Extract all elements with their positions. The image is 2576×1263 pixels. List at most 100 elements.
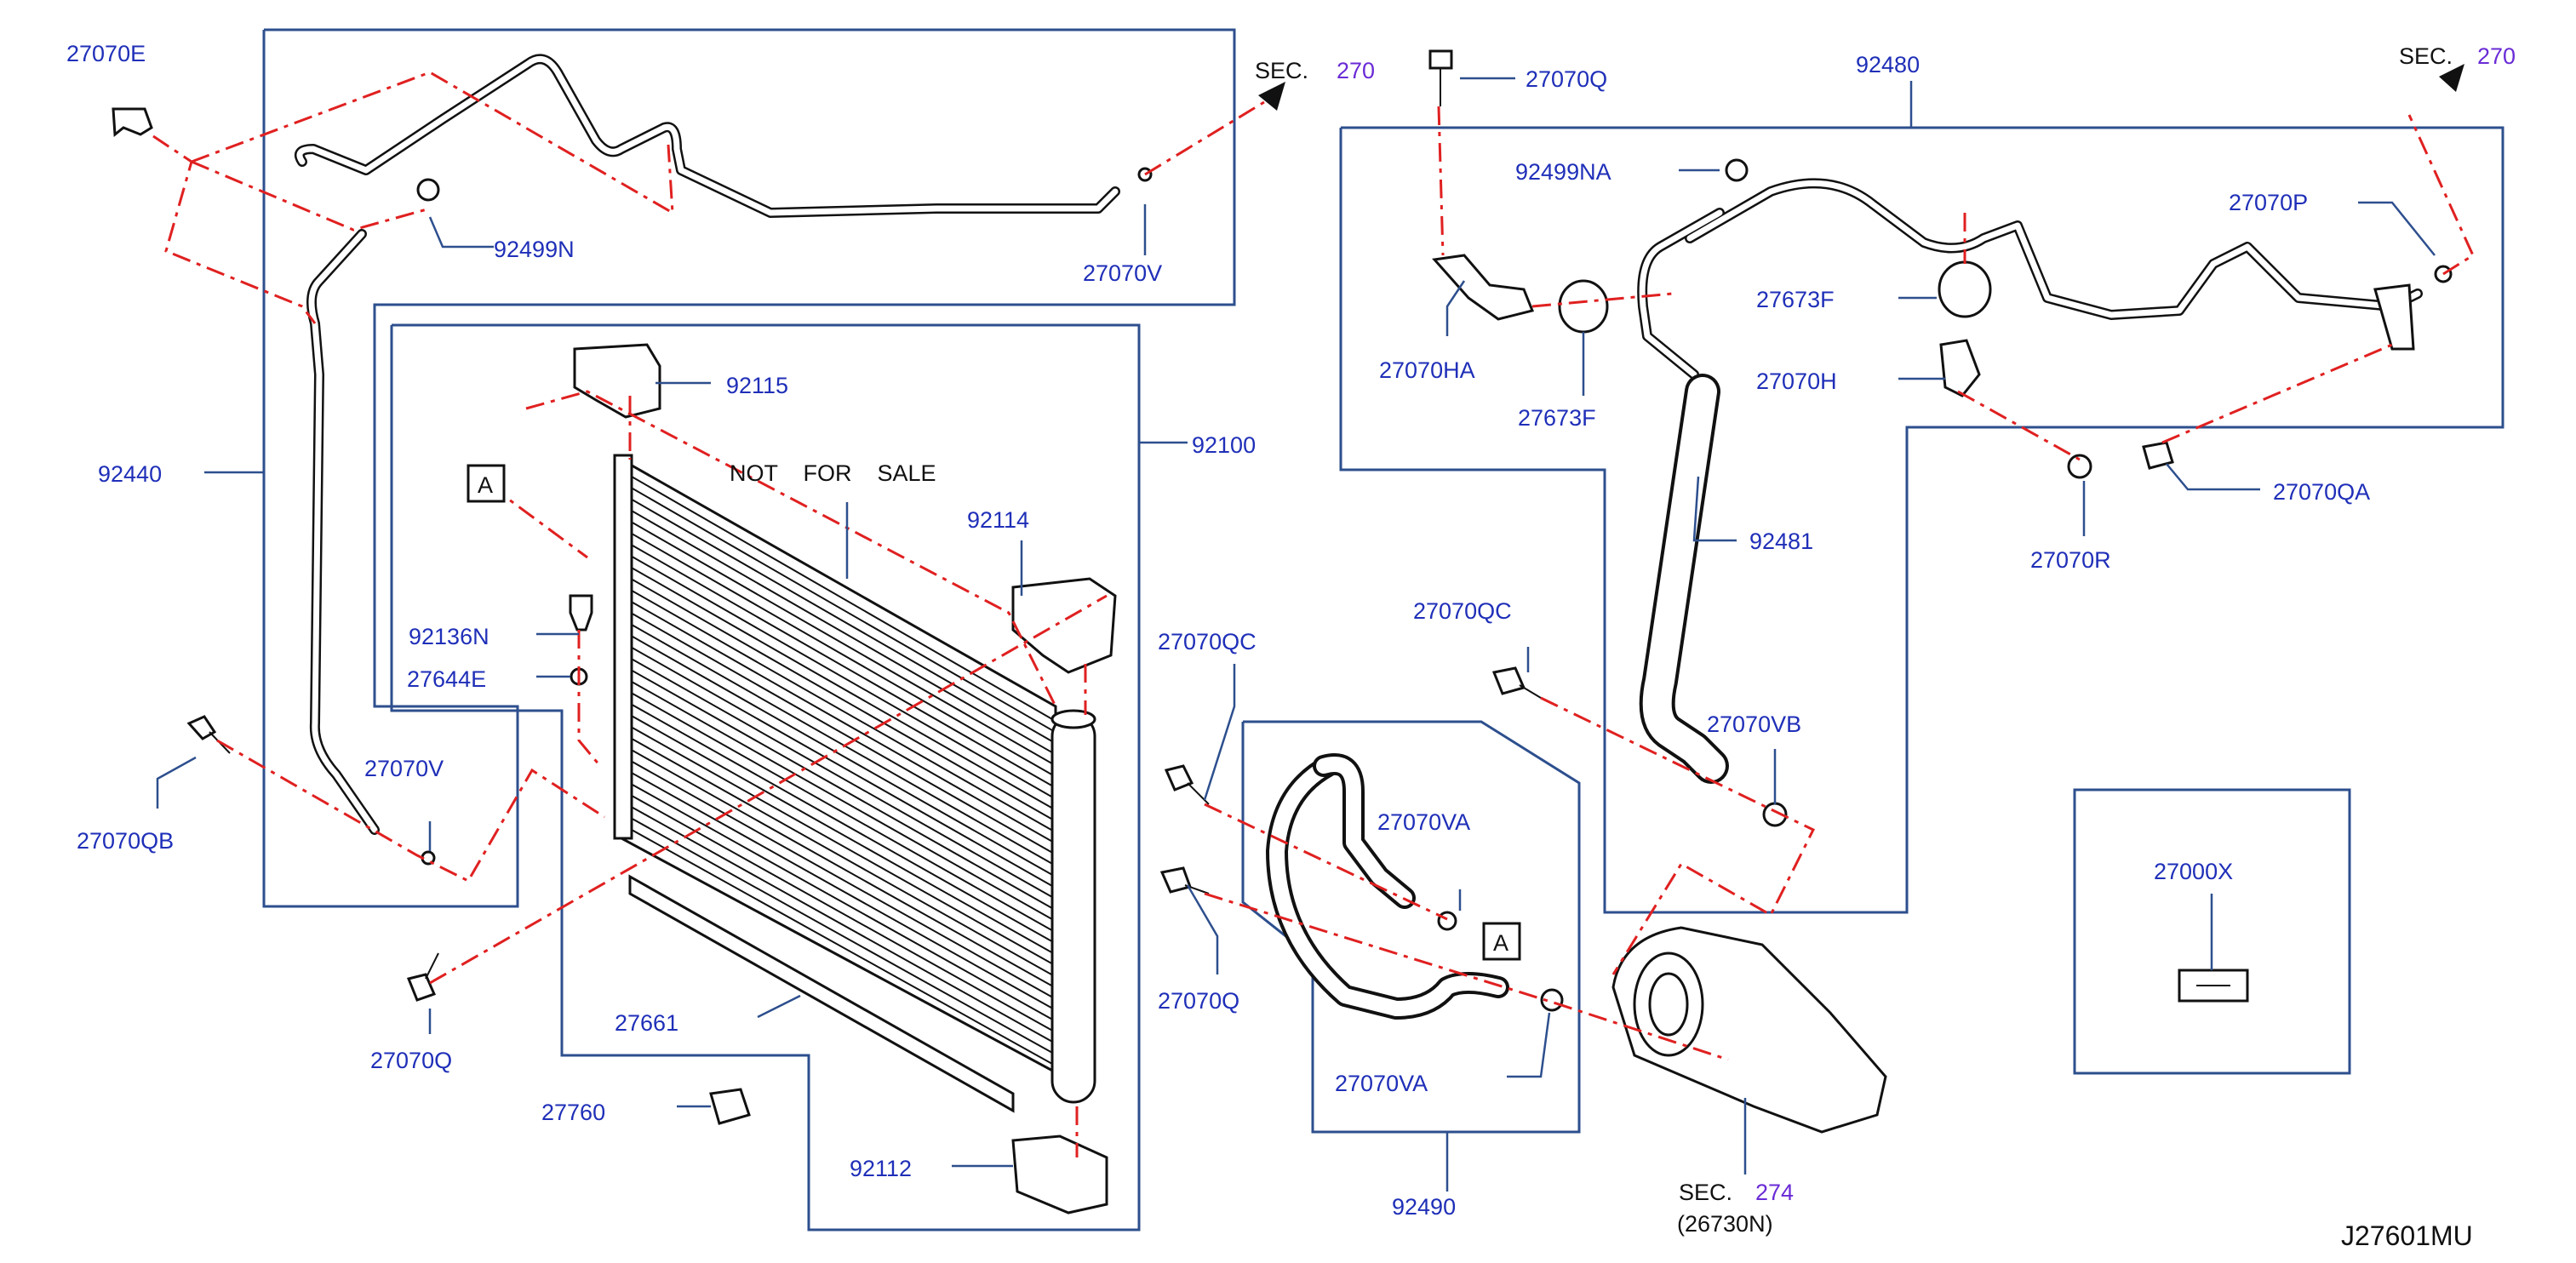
condenser-fin: [631, 669, 1053, 909]
arrow-sec270-left: [1258, 82, 1285, 111]
bolt-27070QA: [2142, 441, 2174, 470]
condenser-fin: [631, 817, 1053, 1054]
condenser-fin: [631, 567, 1053, 809]
bracket-92115: [573, 343, 661, 419]
label-92481: 92481: [1749, 529, 1813, 554]
label-not-for-sale: NOT FOR SALE: [730, 460, 936, 486]
condenser-fin: [631, 772, 1053, 1009]
label-92112: 92112: [850, 1156, 912, 1181]
condenser-fin: [631, 624, 1053, 865]
label-27070V-top: 27070V: [1083, 260, 1162, 286]
condenser-fin: [631, 578, 1053, 820]
condenser-fin: [631, 794, 1053, 1032]
sec-ref-1-prefix: SEC.: [1255, 58, 1308, 83]
label-92480: 92480: [1856, 52, 1920, 77]
label-27070Q-mid: 27070Q: [1158, 988, 1239, 1014]
condenser-fin: [631, 544, 1053, 787]
condenser-fin: [631, 476, 1053, 720]
condenser-fin: [631, 555, 1053, 798]
mount-27760: [709, 1088, 751, 1125]
condenser-fin: [631, 829, 1053, 1065]
condenser-fin: [631, 726, 1053, 965]
cap-92499NA: [1725, 158, 1749, 182]
condenser-fin: [631, 487, 1053, 731]
condenser-fin: [631, 760, 1053, 998]
condenser-fin: [631, 681, 1053, 921]
bolt-27070Q-left: [406, 973, 437, 1002]
condenser-fin: [631, 806, 1053, 1043]
condenser-fin: [631, 590, 1053, 832]
seal-27661: [628, 874, 1015, 1113]
bolt-27070Q-mid: [1159, 866, 1192, 894]
label-92499NA: 92499NA: [1515, 159, 1611, 185]
label-27070Q-top: 27070Q: [1526, 66, 1607, 92]
pipe-92440-vertical: [306, 229, 380, 835]
label-27070VA-a: 27070VA: [1377, 809, 1470, 835]
sec-ref-2-link[interactable]: 270: [2477, 43, 2516, 69]
insulator-27673F-b: [1938, 260, 1992, 318]
pressure-sensor-92136N: [569, 594, 593, 632]
pipes: [295, 54, 2423, 1020]
leader-lines: [156, 77, 2436, 1192]
label-27070QA: 27070QA: [2273, 479, 2370, 505]
condenser-fin: [631, 703, 1053, 943]
frame-lines: [262, 28, 2504, 1232]
bolt-27070Q-top: [1428, 49, 1453, 70]
marker-a-2-box: [1482, 922, 1521, 961]
label-27070VB: 27070VB: [1707, 712, 1801, 737]
label-92499N: 92499N: [494, 237, 575, 262]
condenser-fin: [631, 612, 1053, 854]
dashed-connectors: [152, 71, 2475, 1157]
clamp-27070H: [1939, 339, 1981, 397]
marker-a-2: A: [1493, 930, 1508, 956]
label-27070H: 27070H: [1756, 369, 1837, 394]
oring-27070VA-a: [1437, 911, 1457, 931]
label-27070VA-b: 27070VA: [1335, 1071, 1428, 1096]
part-labels: 27070E 92499N 92440 27070V 27070V 27070Q…: [66, 41, 2516, 1251]
frame-27000X: [2073, 788, 2351, 1075]
frame-92490: [1241, 720, 1581, 1134]
receiver-drier: [1050, 713, 1096, 1104]
marker-a-1: A: [478, 472, 493, 498]
label-27070QC-b: 27070QC: [1158, 629, 1257, 654]
label-92100: 92100: [1192, 432, 1256, 458]
bracket-27070P: [2373, 283, 2415, 351]
label-92440: 92440: [98, 461, 162, 487]
label-27673F-b: 27673F: [1756, 287, 1835, 312]
label-27070Q-left: 27070Q: [370, 1048, 452, 1073]
bracket-27070HA: [1432, 254, 1535, 321]
condenser-fin: [631, 510, 1053, 754]
condenser-fin: [631, 521, 1053, 765]
label-27070V-left: 27070V: [364, 756, 444, 781]
label-27070R: 27070R: [2030, 547, 2111, 573]
sec-ref-3-prefix: SEC.: [1679, 1180, 1732, 1205]
condenser-fin: [631, 749, 1053, 987]
condenser-fin: [631, 692, 1053, 932]
bolt-27070QB: [186, 715, 217, 740]
condenser-fin: [631, 715, 1053, 954]
label-27070HA: 27070HA: [1379, 357, 1475, 383]
label-92136N: 92136N: [409, 624, 489, 649]
label-92114: 92114: [967, 507, 1029, 533]
condenser-fin: [631, 601, 1053, 843]
label-27070QC-a: 27070QC: [1413, 598, 1512, 624]
sec-ref-1-link[interactable]: 270: [1337, 58, 1375, 83]
condenser-fin: [631, 783, 1053, 1020]
frame-92440: [262, 28, 1236, 908]
condenser-92100: [569, 343, 1117, 1214]
label-27644E: 27644E: [407, 666, 486, 692]
frame-92480: [1339, 126, 2504, 914]
condenser-core: [620, 457, 1057, 1075]
sec-ref-2-prefix: SEC.: [2399, 43, 2453, 69]
label-27673F-a: 27673F: [1518, 405, 1596, 431]
condenser-fin: [631, 658, 1053, 898]
condenser-fin: [631, 635, 1053, 876]
arrow-sec270-right: [2439, 64, 2464, 92]
oring-27070VA-b: [1540, 988, 1564, 1012]
cap-92499N: [416, 178, 440, 202]
bracket-92112: [1011, 1134, 1108, 1214]
bolt-27070QC-b: [1491, 666, 1526, 695]
sec-ref-3-link[interactable]: 274: [1755, 1180, 1794, 1205]
small-parts: [112, 49, 2464, 1134]
label-27000X: 27000X: [2154, 859, 2233, 884]
